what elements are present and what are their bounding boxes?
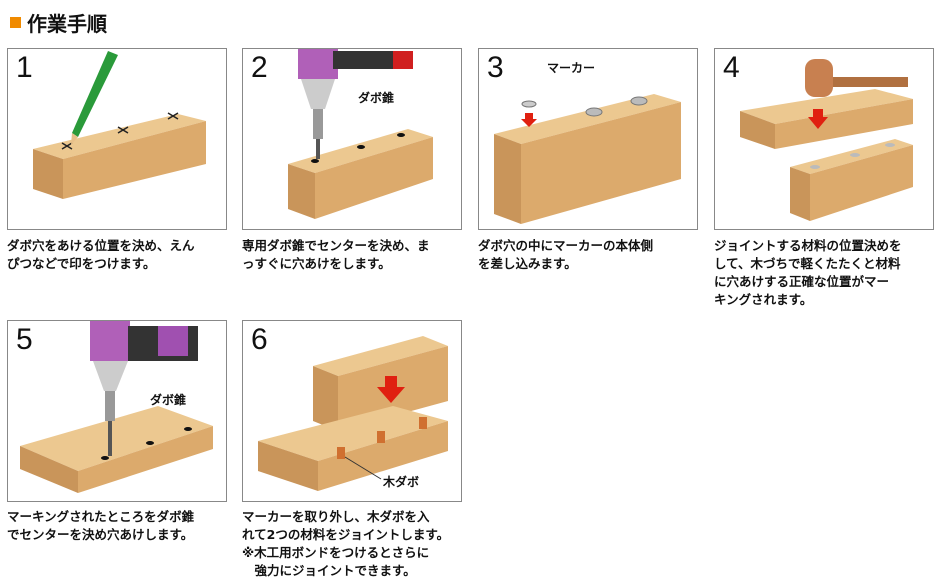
step-1-panel: 1 [7,48,227,230]
step-6-panel: 6 木ダボ [242,320,462,502]
drilling-marked-board-illustration [20,321,213,493]
step-number: 5 [16,323,33,356]
mallet-marking-illustration [740,59,913,221]
dowel-drill-label: ダボ錐 [358,91,395,105]
pencil-marking-illustration [33,51,206,199]
step-2-caption: 専用ダボ錐でセンターを決め、まっすぐに穴あけをします。 [242,238,430,271]
page-title: 作業手順 [10,8,107,37]
step-1-caption: ダボ穴をあける位置を決め、えんぴつなどで印をつけます。 [7,238,195,271]
step-number: 4 [723,51,740,84]
step-number: 2 [251,51,268,84]
marker-insert-illustration [494,94,681,224]
marker-label: マーカー [547,61,596,75]
step-6-caption: マーカーを取り外し、木ダボを入れて2つの材料をジョイントします。※木工用ボンドを… [242,509,450,578]
step-number: 1 [16,51,33,84]
drilling-illustration [288,49,433,219]
step-5-panel: 5 ダボ錐 [7,320,227,502]
wood-dowel-label: 木ダボ [383,475,420,489]
step-4-caption: ジョイントする材料の位置決めをして、木づちで軽くたたくと材料に穴あけする正確な位… [714,238,902,307]
bullet-icon [10,17,21,28]
step-5-caption: マーキングされたところをダボ錐でセンターを決め穴あけします。 [7,509,195,542]
step-2-panel: 2 ダボ錐 [242,48,462,230]
step-number: 3 [487,51,504,84]
dowel-drill-label: ダボ錐 [150,393,187,407]
dowel-joint-illustration [258,336,448,491]
step-number: 6 [251,323,268,356]
step-3-caption: ダボ穴の中にマーカーの本体側を差し込みます。 [478,238,654,271]
step-3-panel: 3 マーカー [478,48,698,230]
step-4-panel: 4 [714,48,934,230]
